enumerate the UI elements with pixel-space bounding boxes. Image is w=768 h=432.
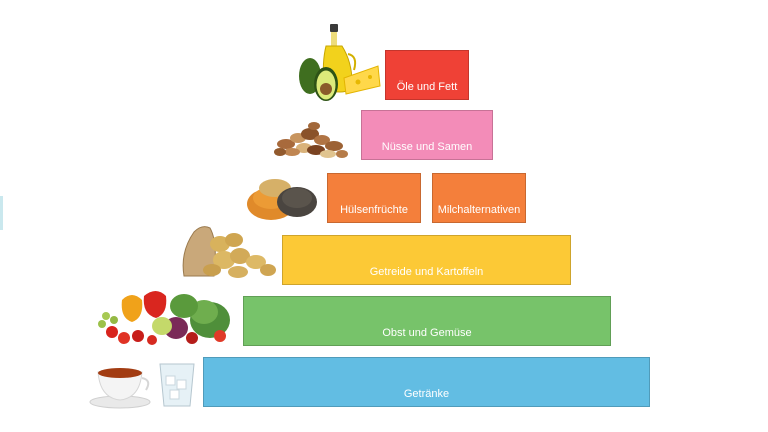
lentils-icon [247, 179, 317, 220]
tea-water-icon [89, 363, 195, 409]
vegetables-icon [98, 291, 230, 345]
potatoes-icon [182, 226, 276, 278]
left-edge-mark [0, 196, 3, 230]
oil-cheese-avocado-icon [299, 24, 381, 101]
level-getreide-label: Getreide und Kartoffeln [369, 266, 484, 278]
level-getreide-box: Getreide und Kartoffeln [282, 235, 571, 285]
level-nuesse-box: Nüsse und Samen [361, 110, 493, 160]
level-obst-label: Obst und Gemüse [382, 327, 472, 339]
level-milch-label: Milchalternativen [437, 204, 521, 216]
level-huelsen-label: Hülsenfrüchte [340, 204, 408, 216]
level-milch-box: Milchalternativen [432, 173, 526, 223]
level-oele-label: Öle und Fett [396, 81, 458, 93]
level-huelsen-box: Hülsenfrüchte [327, 173, 421, 223]
level-getraenke-box: Getränke [203, 357, 650, 407]
level-oele-box: Öle und Fett [385, 50, 469, 100]
level-nuesse-label: Nüsse und Samen [381, 141, 473, 153]
nuts-icon [274, 122, 348, 158]
level-obst-box: Obst und Gemüse [243, 296, 611, 346]
level-getraenke-label: Getränke [403, 388, 450, 400]
